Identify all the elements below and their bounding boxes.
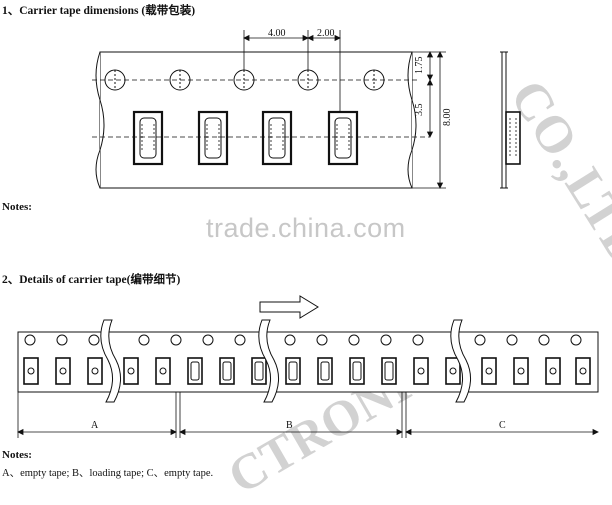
detail-sprocket-holes xyxy=(24,334,582,346)
section1-heading: 1、Carrier tape dimensions (载带包装) xyxy=(2,5,196,17)
segment-label-c: C xyxy=(499,420,506,431)
dim-label-pitch: 4.00 xyxy=(268,28,286,39)
pocket-1 xyxy=(132,110,164,166)
pocket-4 xyxy=(327,110,359,166)
pocket-3 xyxy=(261,110,293,166)
dim-label-center: 3.5 xyxy=(414,103,425,117)
feed-direction-arrow xyxy=(259,295,319,319)
section1-notes-label: Notes: xyxy=(2,201,32,213)
carrier-tape-dimension-drawing xyxy=(92,30,521,189)
watermark-trade-china: trade.china.com xyxy=(206,213,406,243)
tape-right-edge xyxy=(407,51,417,189)
carrier-tape-detail-drawing xyxy=(17,295,599,438)
segment-dimension-lines xyxy=(17,392,599,438)
right-dimension-lines xyxy=(412,51,446,189)
dim-label-hole-offset: 1.75 xyxy=(414,56,425,75)
loaded-pockets-b xyxy=(187,357,397,385)
tape-left-edge xyxy=(95,51,105,189)
pocket-2 xyxy=(197,110,229,166)
tape-outline xyxy=(99,51,413,189)
tape-break-marks xyxy=(100,319,471,403)
empty-pockets-c xyxy=(413,357,591,385)
segment-label-b: B xyxy=(286,420,293,431)
component-pockets xyxy=(132,110,359,166)
dim-label-width: 8.00 xyxy=(442,108,453,127)
empty-pockets-a xyxy=(23,357,171,385)
section2-notes-label: Notes: xyxy=(2,449,32,461)
section2-heading: 2、Details of carrier tape(编带细节) xyxy=(2,274,181,286)
dim-label-hole-pitch: 2.00 xyxy=(317,28,335,39)
tape-side-profile xyxy=(500,51,521,189)
top-dimension-lines xyxy=(243,30,341,112)
segment-label-a: A xyxy=(91,420,99,431)
section2-notes-text: A、empty tape; B、loading tape; C、empty ta… xyxy=(2,468,214,479)
